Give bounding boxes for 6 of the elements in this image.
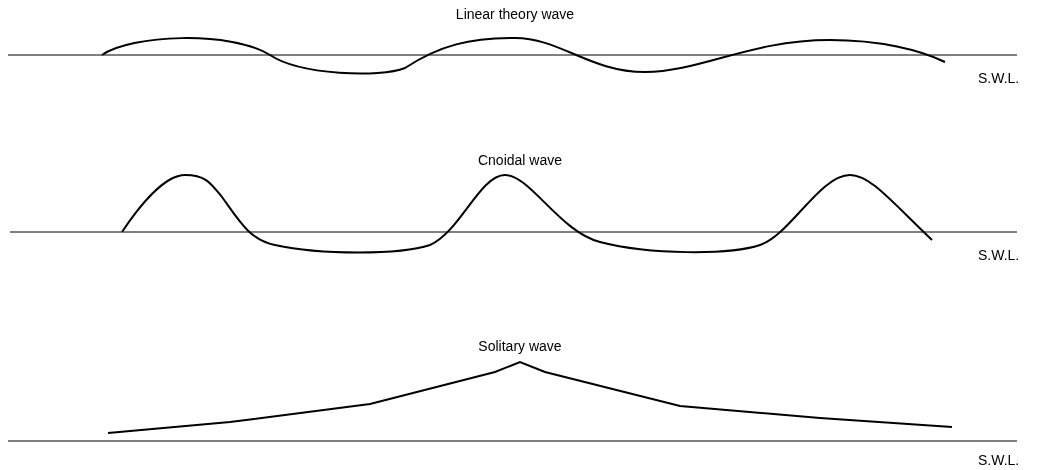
water-level-label: S.W.L.: [978, 452, 1020, 468]
water-level-label: S.W.L.: [978, 247, 1020, 263]
wave-title: Solitary wave: [478, 338, 562, 354]
wave-title: Linear theory wave: [455, 6, 575, 22]
water-level-label: S.W.L.: [978, 70, 1020, 86]
wave-title: Cnoidal wave: [477, 152, 563, 168]
